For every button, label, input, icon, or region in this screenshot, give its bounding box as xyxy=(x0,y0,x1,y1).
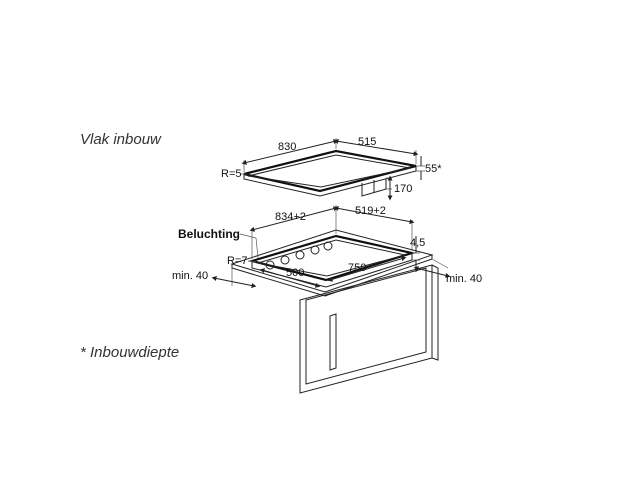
dim-top-width: 830 xyxy=(278,141,296,153)
cabinet-panel xyxy=(305,267,427,385)
hob-top-view: 830 515 55* 170 R=5 xyxy=(221,136,442,201)
vent-hole xyxy=(280,255,290,265)
dim-min-right: min. 40 xyxy=(446,273,482,285)
dim-top-thickness: 55* xyxy=(425,163,442,175)
caption-flush-install: Vlak inbouw xyxy=(80,131,162,148)
dim-top-radius: R=5 xyxy=(221,168,242,180)
dim-inner-depth: 500 xyxy=(286,267,304,279)
caption-installation-depth: * Inbouwdiepte xyxy=(80,344,179,361)
cabinet-door-gap xyxy=(329,313,337,371)
dim-cutout-depth: 519+2 xyxy=(355,205,386,217)
dim-line-width xyxy=(241,139,339,165)
dim-top-height: 170 xyxy=(394,183,412,195)
label-ventilation: Beluchting xyxy=(178,227,240,241)
hob-plate-thickness xyxy=(243,166,417,197)
dim-cutout-width: 834+2 xyxy=(275,211,306,223)
worktop-surface xyxy=(230,229,434,293)
dim-cutout-step: 4,5 xyxy=(410,237,425,249)
dim-inner-width: 750 xyxy=(348,262,366,274)
dim-top-depth: 515 xyxy=(358,136,376,148)
dim-line-depth xyxy=(333,138,419,157)
vent-hole xyxy=(323,241,333,251)
dim-min-left: min. 40 xyxy=(172,270,208,282)
worktop-cutout-view: Beluchting 834+2 519+2 4,5 R=7 500 750 m… xyxy=(172,205,482,394)
cabinet-side xyxy=(431,264,439,361)
dim-cutout-radius: R=7 xyxy=(227,255,248,267)
vent-hole xyxy=(310,245,320,255)
vent-hole xyxy=(295,250,305,260)
